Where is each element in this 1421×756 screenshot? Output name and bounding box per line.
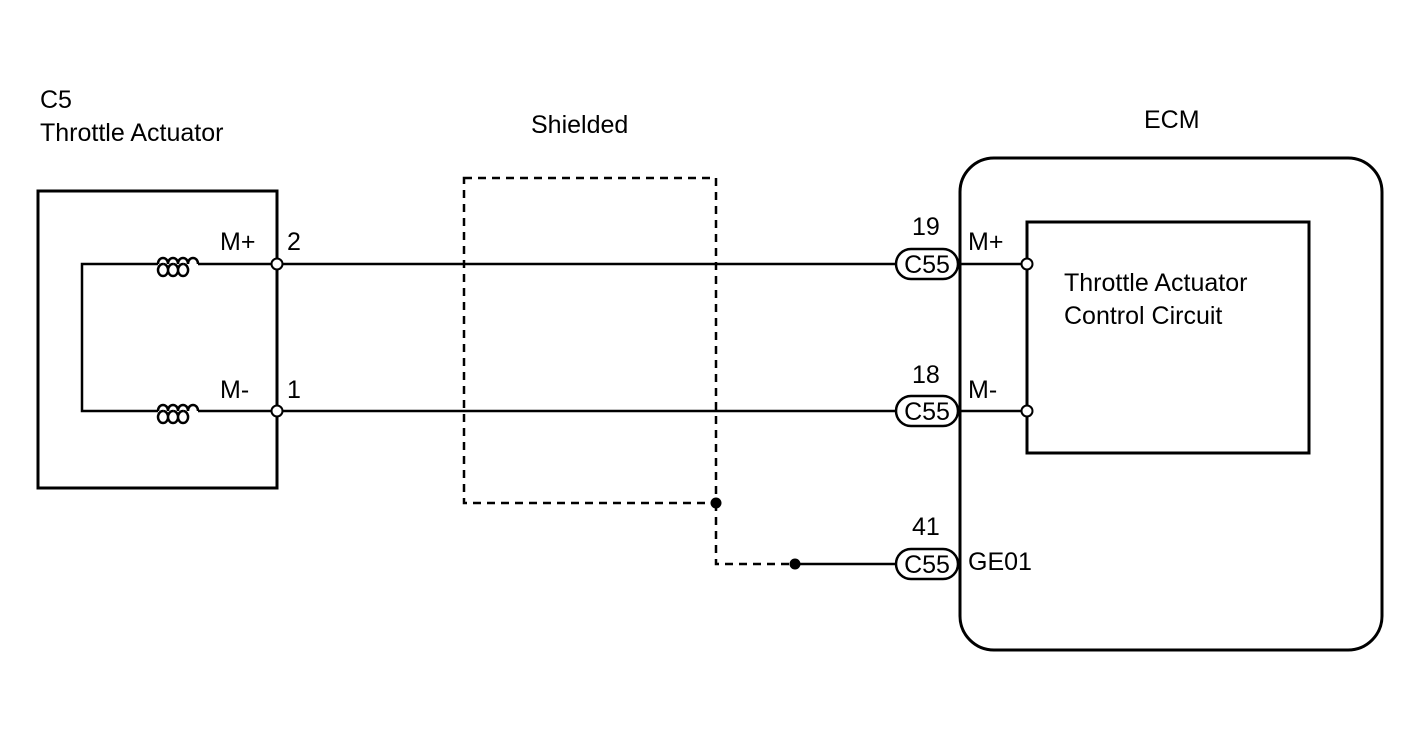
motor-coil-icon-upper [156, 256, 200, 278]
ecm-terminal-label-m-plus: M+ [968, 228, 1003, 256]
actuator-connector-label: C5 [40, 86, 72, 114]
ecm-connector-41: 41 C55 GE01 [894, 513, 1032, 581]
ecm-terminal-m-minus [1020, 404, 1034, 418]
ecm-pin-number-18: 18 [912, 361, 940, 389]
ecm-pin-number-41: 41 [912, 513, 940, 541]
shield-junction-dot [710, 497, 722, 509]
ecm-connector-label-18: C55 [904, 398, 950, 426]
actuator-pin-number-2: 2 [287, 228, 301, 256]
ecm-connector-18: 18 C55 M- [894, 361, 997, 428]
ecm-terminal-label-m-minus: M- [968, 376, 997, 404]
ecm-box [958, 156, 1384, 652]
terminal-pin-2 [270, 257, 284, 271]
actuator-pin-number-1: 1 [287, 376, 301, 404]
actuator-name-label: Throttle Actuator [40, 119, 223, 147]
actuator-pin-label-m-plus: M+ [220, 228, 255, 256]
terminal-pin-1 [270, 404, 284, 418]
actuator-pin-label-m-minus: M- [220, 376, 249, 404]
shield-box [462, 176, 718, 505]
ecm-terminal-m-plus [1020, 257, 1034, 271]
control-circuit-label-line1: Throttle Actuator [1064, 269, 1247, 297]
control-circuit-box [1025, 220, 1311, 455]
actuator-box [36, 189, 279, 490]
ecm-title: ECM [1144, 106, 1200, 134]
control-circuit-label-line2: Control Circuit [1064, 302, 1222, 330]
ecm-connector-19: 19 C55 M+ [894, 213, 1003, 281]
ecm-connector-label-41: C55 [904, 551, 950, 579]
shield-label: Shielded [531, 111, 628, 139]
ecm-terminal-label-ge01: GE01 [968, 548, 1032, 576]
shield-drain-wire [714, 503, 795, 566]
ecm-pin-number-19: 19 [912, 213, 940, 241]
motor-coil-icon-lower [156, 403, 200, 425]
ecm-connector-label-19: C55 [904, 251, 950, 279]
actuator-internal-wiring [80, 262, 277, 413]
